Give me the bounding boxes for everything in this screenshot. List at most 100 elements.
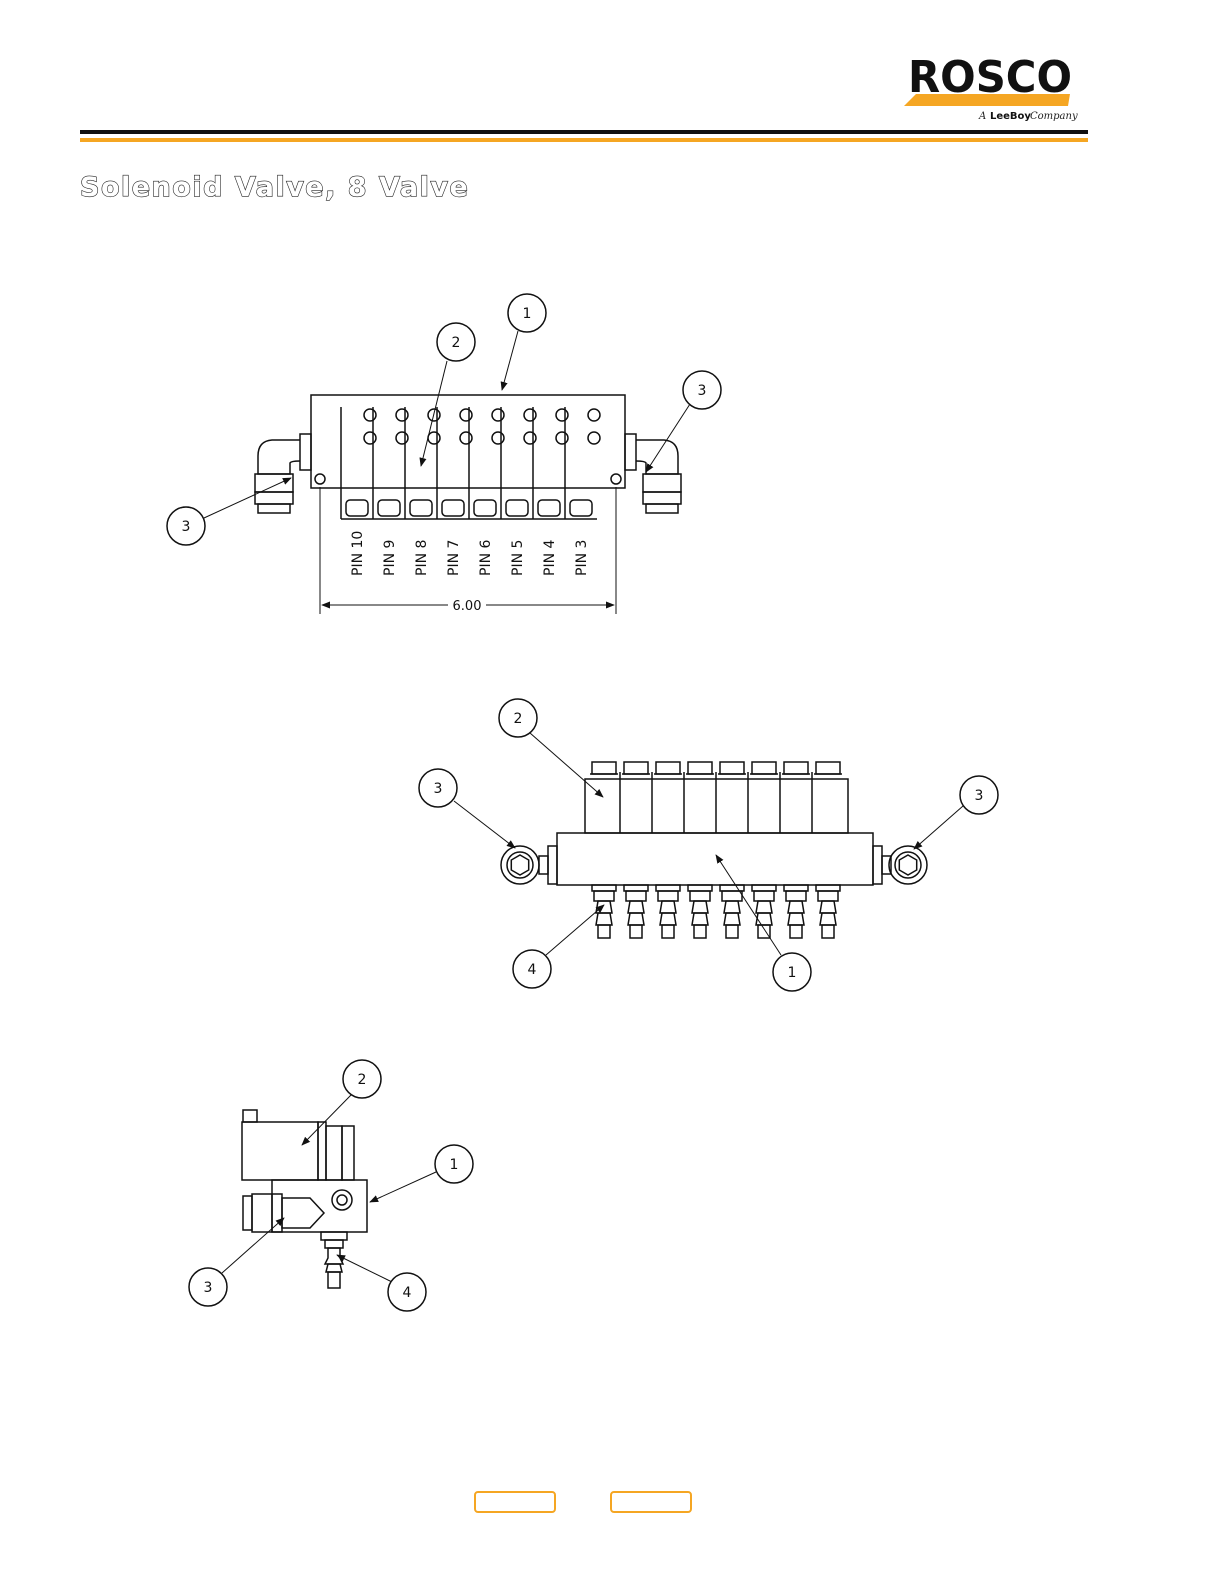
front-barb-nut: [658, 891, 678, 901]
front-fitting-left: [501, 846, 548, 884]
top-valve-screw-lower: [460, 432, 472, 444]
top-valve-screw-lower: [364, 432, 376, 444]
pin-label: PIN 10: [350, 531, 366, 576]
pin-label: PIN 8: [414, 540, 430, 576]
front-barb-tip: [790, 925, 802, 938]
top-valve-connector: [538, 500, 560, 516]
front-barb-ring-2: [788, 913, 804, 925]
side-solenoid-coil: [242, 1122, 318, 1180]
top-valve-connector: [378, 500, 400, 516]
side-port-inner: [337, 1195, 347, 1205]
top-valve-screw-lower: [396, 432, 408, 444]
front-callout-3-right: 3: [960, 776, 998, 814]
front-barb-ring-2: [596, 913, 612, 925]
top-callout-3-left-text: 3: [182, 519, 191, 535]
front-barb-nut: [690, 891, 710, 901]
front-barb-ring-1: [596, 901, 612, 913]
front-barb-tip: [694, 925, 706, 938]
front-callout-1: 1: [773, 953, 811, 991]
top-valve-screw-lower: [428, 432, 440, 444]
front-leader-3-right: [914, 806, 963, 849]
front-barb-ring-2: [820, 913, 836, 925]
top-leader-3-left: [204, 478, 291, 518]
front-barb-tip: [726, 925, 738, 938]
top-valve-stations: [346, 407, 600, 519]
top-callout-2: 2: [437, 323, 475, 361]
side-manifold-body: [272, 1180, 367, 1232]
side-leader-3: [222, 1218, 284, 1273]
top-callout-2-text: 2: [452, 335, 461, 351]
top-valve-connector: [474, 500, 496, 516]
top-valve-screw-lower: [588, 432, 600, 444]
top-callout-3-left: 3: [167, 507, 205, 545]
side-leader-4: [337, 1255, 392, 1282]
front-valve-cap: [784, 762, 808, 774]
side-stem-nut: [342, 1126, 354, 1180]
side-callout-1: 1: [435, 1145, 473, 1183]
front-barb-hex: [816, 885, 840, 891]
side-leader-2: [302, 1094, 352, 1145]
side-callout-3: 3: [189, 1268, 227, 1306]
front-barb-ring-1: [788, 901, 804, 913]
next-page-button[interactable]: [610, 1491, 692, 1513]
front-barb-tip: [822, 925, 834, 938]
front-barb-hex: [624, 885, 648, 891]
front-barb-ring-1: [820, 901, 836, 913]
front-barb-hex: [656, 885, 680, 891]
side-callout-3-text: 3: [204, 1280, 213, 1296]
front-barb-hex: [752, 885, 776, 891]
top-valve-screw-upper: [524, 409, 536, 421]
front-barb-ring-1: [756, 901, 772, 913]
front-callout-3-right-text: 3: [975, 788, 984, 804]
top-valve-connector: [442, 500, 464, 516]
top-right-elbow-fitting: [625, 434, 681, 513]
front-manifold-body: [557, 833, 873, 885]
top-valve-screw-lower: [492, 432, 504, 444]
pin-label: PIN 4: [542, 540, 558, 576]
front-barb-nut: [722, 891, 742, 901]
side-coil-cap: [318, 1122, 326, 1180]
side-barb-fitting: [321, 1232, 347, 1288]
pin-label: PIN 6: [478, 540, 494, 576]
front-barb-tip: [662, 925, 674, 938]
previous-page-button[interactable]: [474, 1491, 556, 1513]
front-callout-1-text: 1: [788, 965, 797, 981]
front-valve-cap: [656, 762, 680, 774]
dimension-width-label: 6.00: [453, 599, 482, 614]
top-valve-screw-upper: [364, 409, 376, 421]
front-barb-ring-1: [628, 901, 644, 913]
front-port-boss-left: [548, 846, 557, 884]
front-barb-ring-2: [660, 913, 676, 925]
side-callout-4: 4: [388, 1273, 426, 1311]
front-callout-4: 4: [513, 950, 551, 988]
front-leader-4: [546, 905, 604, 955]
top-valve-connector: [570, 500, 592, 516]
side-stem: [326, 1126, 342, 1180]
top-left-elbow-fitting: [255, 434, 311, 513]
side-callout-1-text: 1: [450, 1157, 459, 1173]
front-valve-stations: [590, 762, 842, 938]
side-callout-2-text: 2: [358, 1072, 367, 1088]
top-leader-2: [421, 361, 447, 466]
front-valve-cap: [816, 762, 840, 774]
front-valve-cap: [720, 762, 744, 774]
side-port-outer: [332, 1190, 352, 1210]
top-callout-1: 1: [508, 294, 546, 332]
front-callout-3-left-text: 3: [434, 781, 443, 797]
front-valve-cap: [624, 762, 648, 774]
front-barb-nut: [594, 891, 614, 901]
top-callout-1-text: 1: [523, 306, 532, 322]
top-valve-screw-upper: [460, 409, 472, 421]
front-barb-nut: [818, 891, 838, 901]
top-callout-3-right: 3: [683, 371, 721, 409]
front-valve-cap: [592, 762, 616, 774]
front-callout-2: 2: [499, 699, 537, 737]
front-barb-nut: [754, 891, 774, 901]
top-valve-connector: [346, 500, 368, 516]
front-barb-tip: [630, 925, 642, 938]
top-leader-3-right: [646, 404, 690, 472]
side-view: 2 1 3 4: [189, 1060, 473, 1311]
top-callout-3-right-text: 3: [698, 383, 707, 399]
